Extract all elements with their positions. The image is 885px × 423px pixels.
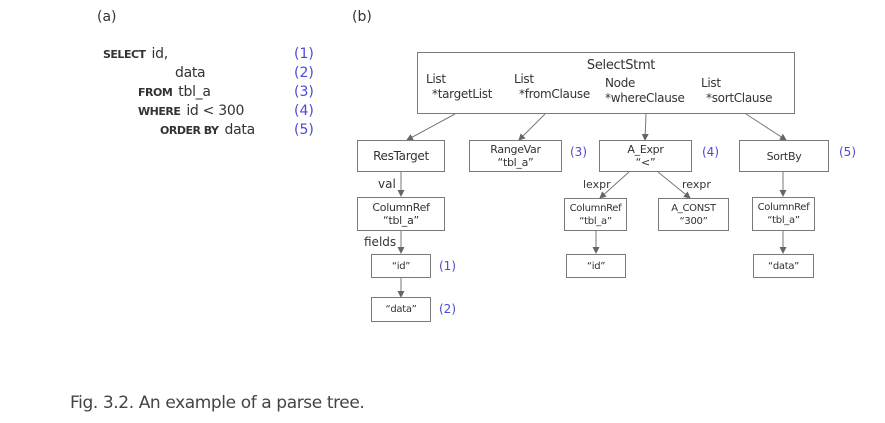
a-expr-operator: “<” (635, 156, 656, 169)
root-field-from-clause: List *fromClause (514, 72, 590, 102)
sql-line-3: FROM tbl_a (138, 84, 211, 100)
sql-text: data (224, 122, 256, 138)
sql-num-3: (3) (294, 84, 314, 100)
selectstmt-node: SelectStmt List *targetList List *fromCl… (417, 52, 795, 114)
sql-keyword: WHERE (138, 105, 181, 118)
data-leaf-num: (2) (439, 302, 456, 316)
sql-keyword: FROM (138, 86, 173, 99)
rangevar-num: (3) (570, 145, 587, 159)
rangevar-title: RangeVar (490, 143, 541, 156)
panel-label-a: (a) (97, 9, 117, 25)
columnref-table: “tbl_a” (579, 215, 612, 227)
sql-text: id < 300 (186, 103, 245, 119)
sql-line-4: WHERE id < 300 (138, 103, 244, 119)
columnref-title: ColumnRef (569, 202, 622, 214)
edge-from-clause (518, 113, 546, 141)
field-type: List (514, 72, 534, 86)
columnref-node-b: ColumnRef “tbl_a” (564, 198, 627, 231)
columnref-table: “tbl_a” (383, 214, 419, 227)
edge-lexpr (599, 171, 630, 199)
columnref-title: ColumnRef (757, 202, 810, 213)
sql-num-2: (2) (294, 65, 314, 81)
edge-label-lexpr: lexpr (583, 178, 611, 191)
a-const-value: “300” (679, 215, 708, 227)
edge-sort-clause (745, 113, 787, 141)
root-field-where-clause: Node *whereClause (605, 76, 685, 106)
field-name: *fromClause (519, 87, 590, 101)
data-leaf-node-c: “data” (753, 254, 814, 278)
restarget-label: ResTarget (373, 148, 429, 163)
id-leaf-label: “id” (586, 260, 606, 272)
id-leaf-node: “id” (371, 254, 431, 278)
field-type: List (701, 76, 721, 90)
field-name: *whereClause (605, 91, 685, 105)
sql-text: id, (151, 46, 169, 62)
sql-text: tbl_a (178, 84, 211, 100)
a-expr-node: A_Expr “<” (599, 140, 692, 172)
edge-label-val: val (378, 177, 396, 191)
sql-num-5: (5) (294, 122, 314, 138)
sql-line-5: ORDER BY data (160, 122, 255, 138)
sql-keyword: ORDER BY (160, 124, 219, 137)
edge-rexpr (657, 171, 691, 199)
columnref-table: “tbl_a” (767, 215, 800, 226)
rangevar-node: RangeVar “tbl_a” (469, 140, 562, 172)
a-expr-title: A_Expr (627, 143, 664, 156)
sql-text: data (175, 65, 206, 81)
a-const-title: A_CONST (671, 202, 716, 214)
id-leaf-label: “id” (391, 260, 411, 272)
columnref-node-c: ColumnRef “tbl_a” (752, 197, 815, 231)
root-field-target-list: List *targetList (426, 72, 492, 102)
data-leaf-label: “data” (385, 304, 417, 315)
panel-label-b: (b) (352, 9, 372, 25)
root-field-sort-clause: List *sortClause (701, 76, 773, 106)
field-name: *sortClause (706, 91, 773, 105)
rangevar-table: “tbl_a” (497, 156, 534, 169)
edge-target-list (406, 113, 456, 141)
sql-line-2: data (175, 65, 206, 81)
id-leaf-num: (1) (439, 259, 456, 273)
selectstmt-fields: List *targetList List *fromClause Node *… (418, 72, 794, 108)
sortby-num: (5) (839, 145, 856, 159)
figure-caption: Fig. 3.2. An example of a parse tree. (70, 393, 365, 413)
sql-num-4: (4) (294, 103, 314, 119)
edge-label-rexpr: rexpr (682, 178, 711, 191)
selectstmt-title: SelectStmt (586, 58, 656, 73)
sortby-node: SortBy (739, 140, 829, 172)
id-leaf-node-b: “id” (566, 254, 626, 278)
restarget-node: ResTarget (357, 140, 445, 172)
columnref-title: ColumnRef (372, 201, 430, 214)
edge-where-clause (641, 113, 649, 141)
field-type: Node (605, 76, 636, 90)
sql-keyword: SELECT (103, 48, 146, 61)
a-expr-num: (4) (702, 145, 719, 159)
sql-line-1: SELECT id, (103, 46, 168, 62)
field-name: *targetList (432, 87, 493, 101)
data-leaf-node: “data” (371, 297, 431, 322)
field-type: List (426, 72, 446, 86)
edge-label-fields: fields (364, 235, 397, 249)
sql-num-1: (1) (294, 46, 314, 62)
columnref-node-a: ColumnRef “tbl_a” (357, 197, 445, 231)
sortby-label: SortBy (766, 149, 802, 163)
a-const-node: A_CONST “300” (658, 198, 729, 231)
data-leaf-label: “data” (767, 260, 800, 272)
